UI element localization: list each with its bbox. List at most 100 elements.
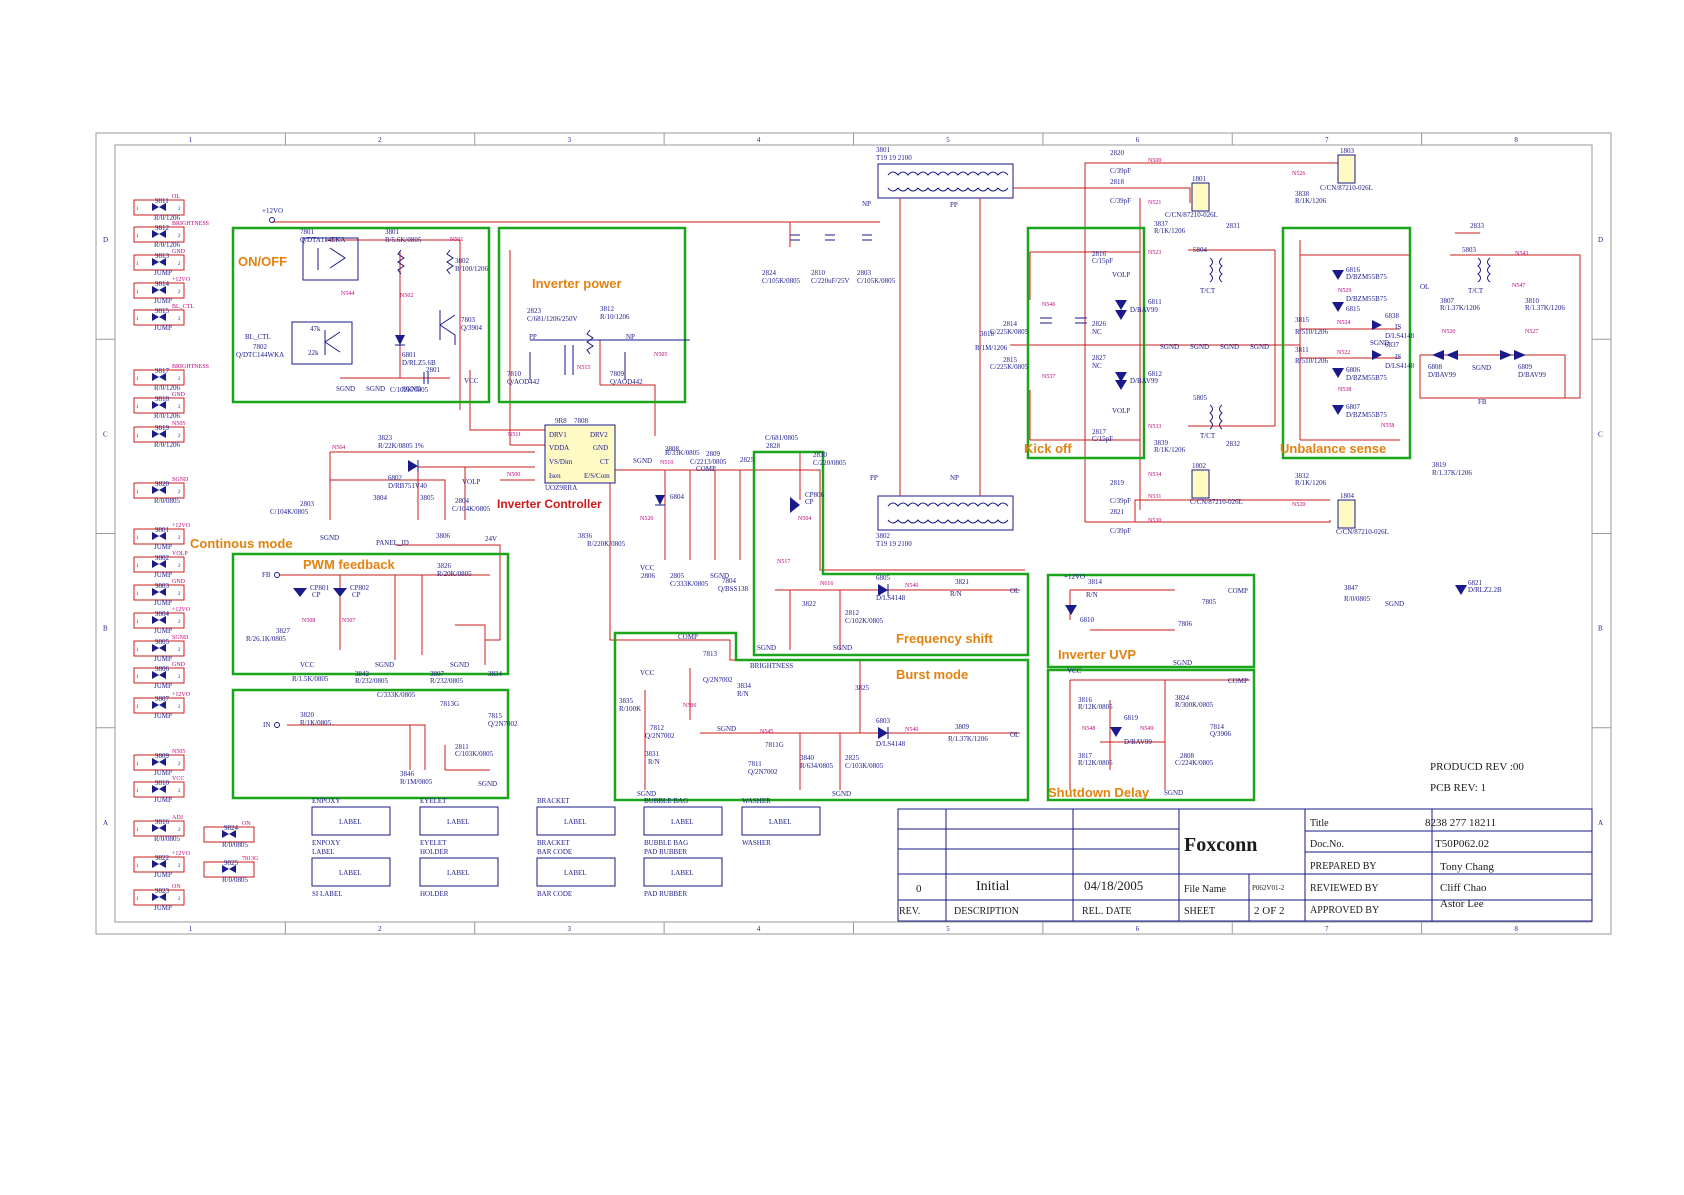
jumper-net: +12VO <box>172 607 191 613</box>
jumper-ref: 9807 <box>155 695 170 703</box>
svg-text:3815: 3815 <box>1295 316 1310 324</box>
svg-text:7815: 7815 <box>488 712 503 720</box>
jumper-value: JUMP <box>154 712 172 720</box>
frame-col-label: 2 <box>378 136 382 144</box>
svg-text:C/39pF: C/39pF <box>1110 197 1131 205</box>
svg-text:1: 1 <box>136 762 139 767</box>
prepared-label: PREPARED BY <box>1310 861 1377 872</box>
svg-text:1: 1 <box>136 207 139 212</box>
svg-text:N523: N523 <box>1148 250 1161 256</box>
file-label: File Name <box>1184 884 1226 895</box>
bom-label-box: LABEL <box>671 818 694 826</box>
frame-row-label: A <box>1598 819 1603 827</box>
svg-text:COMP: COMP <box>1228 587 1248 595</box>
svg-text:R/5.6K/0805: R/5.6K/0805 <box>385 236 422 244</box>
sense-transformers: 5804 T/CT 2831 5805 T/CT 2832 5803 T/CT … <box>1193 222 1565 448</box>
svg-text:C/39pF: C/39pF <box>1110 527 1131 535</box>
sheet-value: 2 OF 2 <box>1254 905 1285 917</box>
bom-label-bottom: WASHER <box>742 839 771 847</box>
section-inverter-uvp: Inverter UVP <box>1058 647 1136 662</box>
svg-text:C/CN/87210-026L: C/CN/87210-026L <box>1190 498 1243 506</box>
jumper-value: JUMP <box>154 769 172 777</box>
svg-text:7809: 7809 <box>610 370 625 378</box>
svg-text:Q/2N7002: Q/2N7002 <box>645 732 675 740</box>
svg-text:1: 1 <box>136 675 139 680</box>
bom-label-top: WASHER <box>742 797 771 805</box>
jumper-net: SGND <box>172 635 189 641</box>
svg-text:7808: 7808 <box>574 417 589 425</box>
svg-text:1: 1 <box>136 317 139 322</box>
svg-text:2825: 2825 <box>740 456 755 464</box>
svg-text:C/105K/0805: C/105K/0805 <box>857 277 896 285</box>
svg-text:COMP: COMP <box>678 633 698 641</box>
svg-text:1: 1 <box>136 262 139 267</box>
svg-text:2: 2 <box>178 789 181 794</box>
svg-text:2814: 2814 <box>1003 320 1018 328</box>
jumper-ref: 9819 <box>155 424 170 432</box>
jumper-value: JUMP <box>154 297 172 305</box>
svg-text:R/220K/0805: R/220K/0805 <box>587 540 626 548</box>
svg-text:N524: N524 <box>1337 320 1350 326</box>
svg-text:C/105K/0805: C/105K/0805 <box>762 277 801 285</box>
svg-text:PP: PP <box>529 333 537 341</box>
svg-text:2: 2 <box>178 620 181 625</box>
svg-text:2833: 2833 <box>1470 222 1485 230</box>
jumper-value: JUMP <box>154 324 172 332</box>
svg-text:5804: 5804 <box>1193 246 1208 254</box>
svg-text:2: 2 <box>178 536 181 541</box>
svg-text:FB: FB <box>262 571 271 579</box>
jumper-net: BL_CTL <box>172 304 194 310</box>
svg-text:2: 2 <box>178 897 181 902</box>
section-burst-mode: Burst mode <box>896 667 968 682</box>
svg-text:24V: 24V <box>485 535 497 543</box>
desc-label: DESCRIPTION <box>954 906 1019 917</box>
svg-text:N558: N558 <box>1381 423 1394 429</box>
svg-text:6806: 6806 <box>1346 366 1361 374</box>
svg-text:2817: 2817 <box>1092 428 1107 436</box>
bom-label-box: LABEL <box>769 818 792 826</box>
svg-text:N508: N508 <box>302 618 315 624</box>
svg-text:D/LS4148: D/LS4148 <box>876 594 906 602</box>
svg-text:D/BAV99: D/BAV99 <box>1518 371 1546 379</box>
title-block <box>897 808 1593 922</box>
svg-text:C/102K/0805: C/102K/0805 <box>845 617 884 625</box>
svg-text:CP: CP <box>352 591 361 599</box>
svg-text:C/333K/0805: C/333K/0805 <box>377 691 416 699</box>
jumper-value: R/0/0805 <box>222 841 249 849</box>
svg-text:N543: N543 <box>1515 251 1528 257</box>
svg-text:T19 19 2100: T19 19 2100 <box>876 154 912 162</box>
svg-text:3834: 3834 <box>488 670 503 678</box>
block-unbalance-sense <box>1281 226 1412 460</box>
svg-text:1: 1 <box>136 592 139 597</box>
jumper-net: BRIGHTNESS <box>172 221 209 227</box>
svg-text:N501: N501 <box>450 237 463 243</box>
svg-text:3818: 3818 <box>980 330 995 338</box>
company-name: Foxconn <box>1184 834 1257 856</box>
svg-text:7813G: 7813G <box>440 700 459 708</box>
svg-text:2832: 2832 <box>1226 440 1241 448</box>
jumper-net: ON <box>172 884 181 890</box>
jumper-ref: 9802 <box>155 554 170 562</box>
jumper-net: GND <box>172 392 186 398</box>
svg-text:1801: 1801 <box>1192 175 1207 183</box>
svg-text:7803: 7803 <box>461 316 476 324</box>
svg-text:3801: 3801 <box>385 228 400 236</box>
svg-text:R/232/0805: R/232/0805 <box>355 677 389 685</box>
svg-text:R/510/1206: R/510/1206 <box>1295 357 1329 365</box>
svg-text:3825: 3825 <box>855 684 870 692</box>
svg-text:6812: 6812 <box>1148 370 1163 378</box>
svg-text:C/103K/0805: C/103K/0805 <box>455 750 494 758</box>
jumper-value: R/0/1206 <box>154 214 181 222</box>
jumper-value: JUMP <box>154 599 172 607</box>
frame-col-label: 6 <box>1136 925 1140 933</box>
approved-value: Astor Lee <box>1440 898 1484 910</box>
svg-text:PP: PP <box>870 474 878 482</box>
svg-text:IN: IN <box>263 721 270 729</box>
svg-text:R/12K/0805: R/12K/0805 <box>1078 759 1113 767</box>
svg-text:2: 2 <box>178 762 181 767</box>
svg-text:N520: N520 <box>640 516 653 522</box>
svg-text:6808: 6808 <box>1428 363 1443 371</box>
bom-label-top: EYELET <box>420 797 447 805</box>
svg-text:R/0/0805: R/0/0805 <box>1344 595 1371 603</box>
svg-text:SGND: SGND <box>1160 343 1179 351</box>
